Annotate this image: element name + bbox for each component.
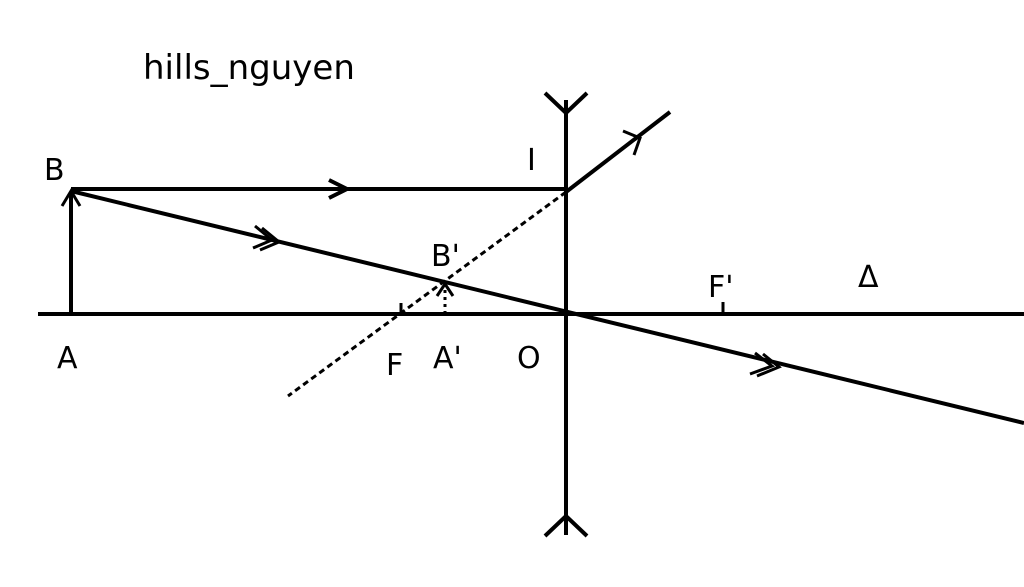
label-A: A <box>57 341 78 376</box>
label-F-prime: F' <box>708 270 734 305</box>
label-O: O <box>517 341 541 376</box>
central-ray <box>70 189 1024 425</box>
refracted-ray-arrow <box>622 129 642 156</box>
object-arrow <box>60 188 82 314</box>
label-axis-delta: Δ <box>858 260 879 295</box>
central-ray-arrow-2a <box>749 351 776 376</box>
virtual-ray-extension <box>287 190 567 398</box>
label-B: B <box>44 153 65 188</box>
parallel-ray-arrow <box>328 178 352 200</box>
refracted-ray <box>564 110 672 194</box>
watermark-text: hills_nguyen <box>143 48 355 88</box>
diverging-lens <box>543 91 589 538</box>
image-arrow <box>435 281 455 314</box>
central-ray-arrow-1b <box>259 226 282 252</box>
label-I: I <box>527 143 536 178</box>
label-F: F <box>386 348 403 383</box>
label-B-prime: B' <box>431 239 460 274</box>
central-ray-arrow-2b <box>756 352 782 378</box>
lens-bottom-arrow <box>543 513 589 538</box>
lens-top-arrow <box>543 91 589 116</box>
central-ray-arrow-1a <box>252 224 275 250</box>
label-A-prime: A' <box>433 341 462 376</box>
image-arrowhead <box>435 281 455 297</box>
